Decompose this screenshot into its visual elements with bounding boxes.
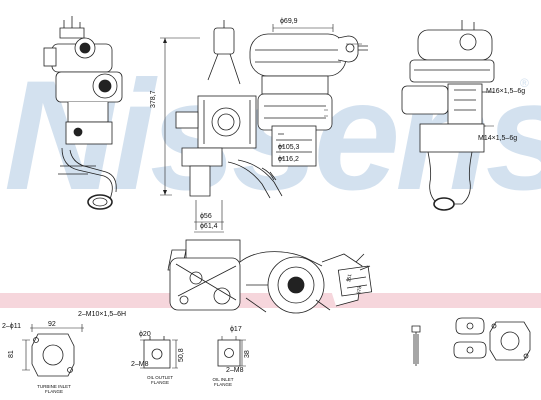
caption-turbine-inlet-flange: TURBINE INLET FLANGE	[30, 384, 78, 394]
bottom-center-view	[167, 239, 373, 314]
dim-thread-m14: M14×1,5–6g	[478, 135, 518, 142]
dim-diameter-56: ϕ56	[200, 213, 212, 220]
dim-compressor-diameter: ϕ69,9	[280, 18, 298, 25]
dim-overall-height: 378,7	[150, 90, 157, 108]
caption-turbine-line-2: FLANGE	[44, 389, 63, 395]
dim-diameter-61: ϕ61,4	[200, 223, 218, 230]
dim-stud-bolts: 2–M10×1,5–6H	[78, 311, 127, 318]
gasket-small	[453, 317, 487, 359]
dim-height-50: 50,8	[178, 348, 185, 362]
turbine-inlet-flange-drawing	[22, 324, 84, 377]
dim-width-92: 92	[48, 321, 56, 328]
dim-m8-inlet: 2–M8	[226, 367, 244, 374]
dim-diameter-17: ϕ17	[230, 326, 242, 333]
caption-oil-inlet-line-1: OIL INLET	[212, 377, 234, 382]
oil-outlet-flange-drawing	[140, 336, 178, 369]
dim-height-81: 81	[8, 350, 15, 358]
left-side-view	[43, 16, 123, 210]
caption-turbine-line-1: TURBINE INLET	[37, 384, 71, 389]
gasket-large	[489, 321, 531, 361]
highlight-band	[0, 293, 541, 308]
dim-m8-outlet: 2–M8	[131, 361, 149, 368]
dim-diameter-105: ϕ105,3	[278, 144, 300, 151]
caption-oil-outlet-line-2: FLANGE	[150, 380, 169, 386]
dim-diameter-20: ϕ20	[139, 331, 151, 338]
caption-oil-inlet-line-2: FLANGE	[213, 382, 232, 388]
dim-height-38: 38	[244, 350, 251, 358]
right-side-view	[401, 20, 495, 211]
dim-thread-m16: M16×1,5–6g	[486, 88, 526, 95]
dim-diameter-116: ϕ116,2	[278, 156, 299, 163]
oil-inlet-flange-drawing	[217, 336, 246, 367]
bolt-part	[411, 325, 421, 366]
caption-oil-inlet-flange: OIL INLET FLANGE	[203, 377, 243, 387]
center-front-view	[160, 20, 368, 233]
dim-holes-11: 2–ϕ11	[2, 323, 21, 330]
caption-oil-outlet-line-1: OIL OUTLET	[146, 375, 174, 380]
caption-oil-outlet-flange: OIL OUTLET FLANGE	[140, 375, 180, 385]
watermark-registered-mark: ®	[520, 76, 529, 90]
